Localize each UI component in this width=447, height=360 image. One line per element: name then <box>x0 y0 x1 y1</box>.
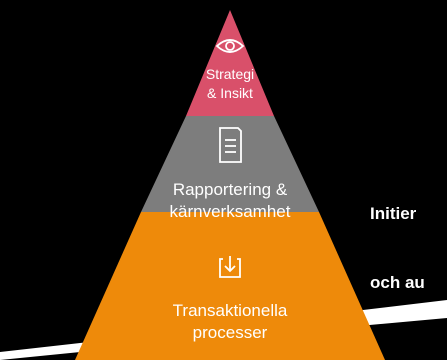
side-heading: Initier och au <box>370 156 425 340</box>
tier-bottom-line2: processer <box>192 323 268 342</box>
tier-bottom-shape <box>75 212 385 360</box>
tier-top-line2: & Insikt <box>207 85 253 101</box>
side-heading-line2: och au <box>370 273 425 292</box>
tier-middle-label: Rapportering & kärnverksamhet <box>120 179 340 223</box>
eye-icon <box>215 39 245 53</box>
document-icon <box>219 127 242 163</box>
side-heading-line1: Initier <box>370 204 417 223</box>
tier-top-shape <box>186 10 274 116</box>
tier-bottom-line1: Transaktionella <box>172 301 288 320</box>
tier-top-line1: Strategi <box>205 66 255 82</box>
download-tray-icon <box>219 256 241 278</box>
tier-bottom-label: Transaktionella processer <box>120 300 340 344</box>
tier-top-label: Strategi & Insikt <box>187 65 273 103</box>
tier-middle-line2: kärnverksamhet <box>169 202 291 221</box>
tier-middle-line1: Rapportering & <box>172 180 288 199</box>
tier-middle-shape <box>141 116 319 212</box>
